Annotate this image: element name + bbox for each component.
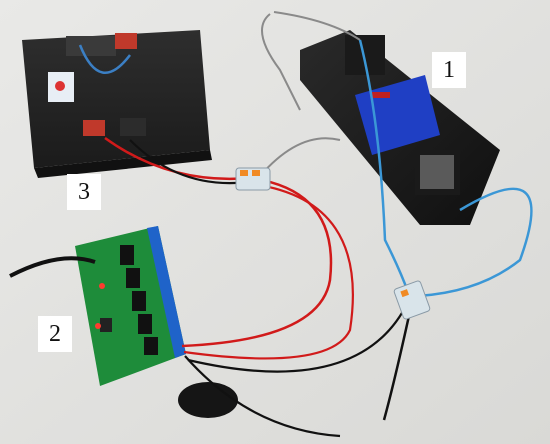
buzzer bbox=[178, 382, 238, 418]
battery bbox=[22, 30, 212, 178]
wiring bbox=[9, 11, 533, 438]
solenoid-valve bbox=[300, 30, 500, 225]
relay-board bbox=[75, 226, 186, 386]
callout-label-1: 1 bbox=[432, 52, 466, 88]
callout-label-3: 3 bbox=[67, 174, 101, 210]
wago-connector-top bbox=[235, 167, 271, 191]
battery-terminal-red-2 bbox=[83, 120, 105, 136]
battery-terminal-red bbox=[115, 33, 137, 49]
battery-jumper-wire bbox=[78, 44, 131, 74]
wago-connector-bottom bbox=[393, 280, 431, 320]
terminal-block bbox=[147, 226, 186, 358]
callout-label-2: 2 bbox=[38, 316, 72, 352]
